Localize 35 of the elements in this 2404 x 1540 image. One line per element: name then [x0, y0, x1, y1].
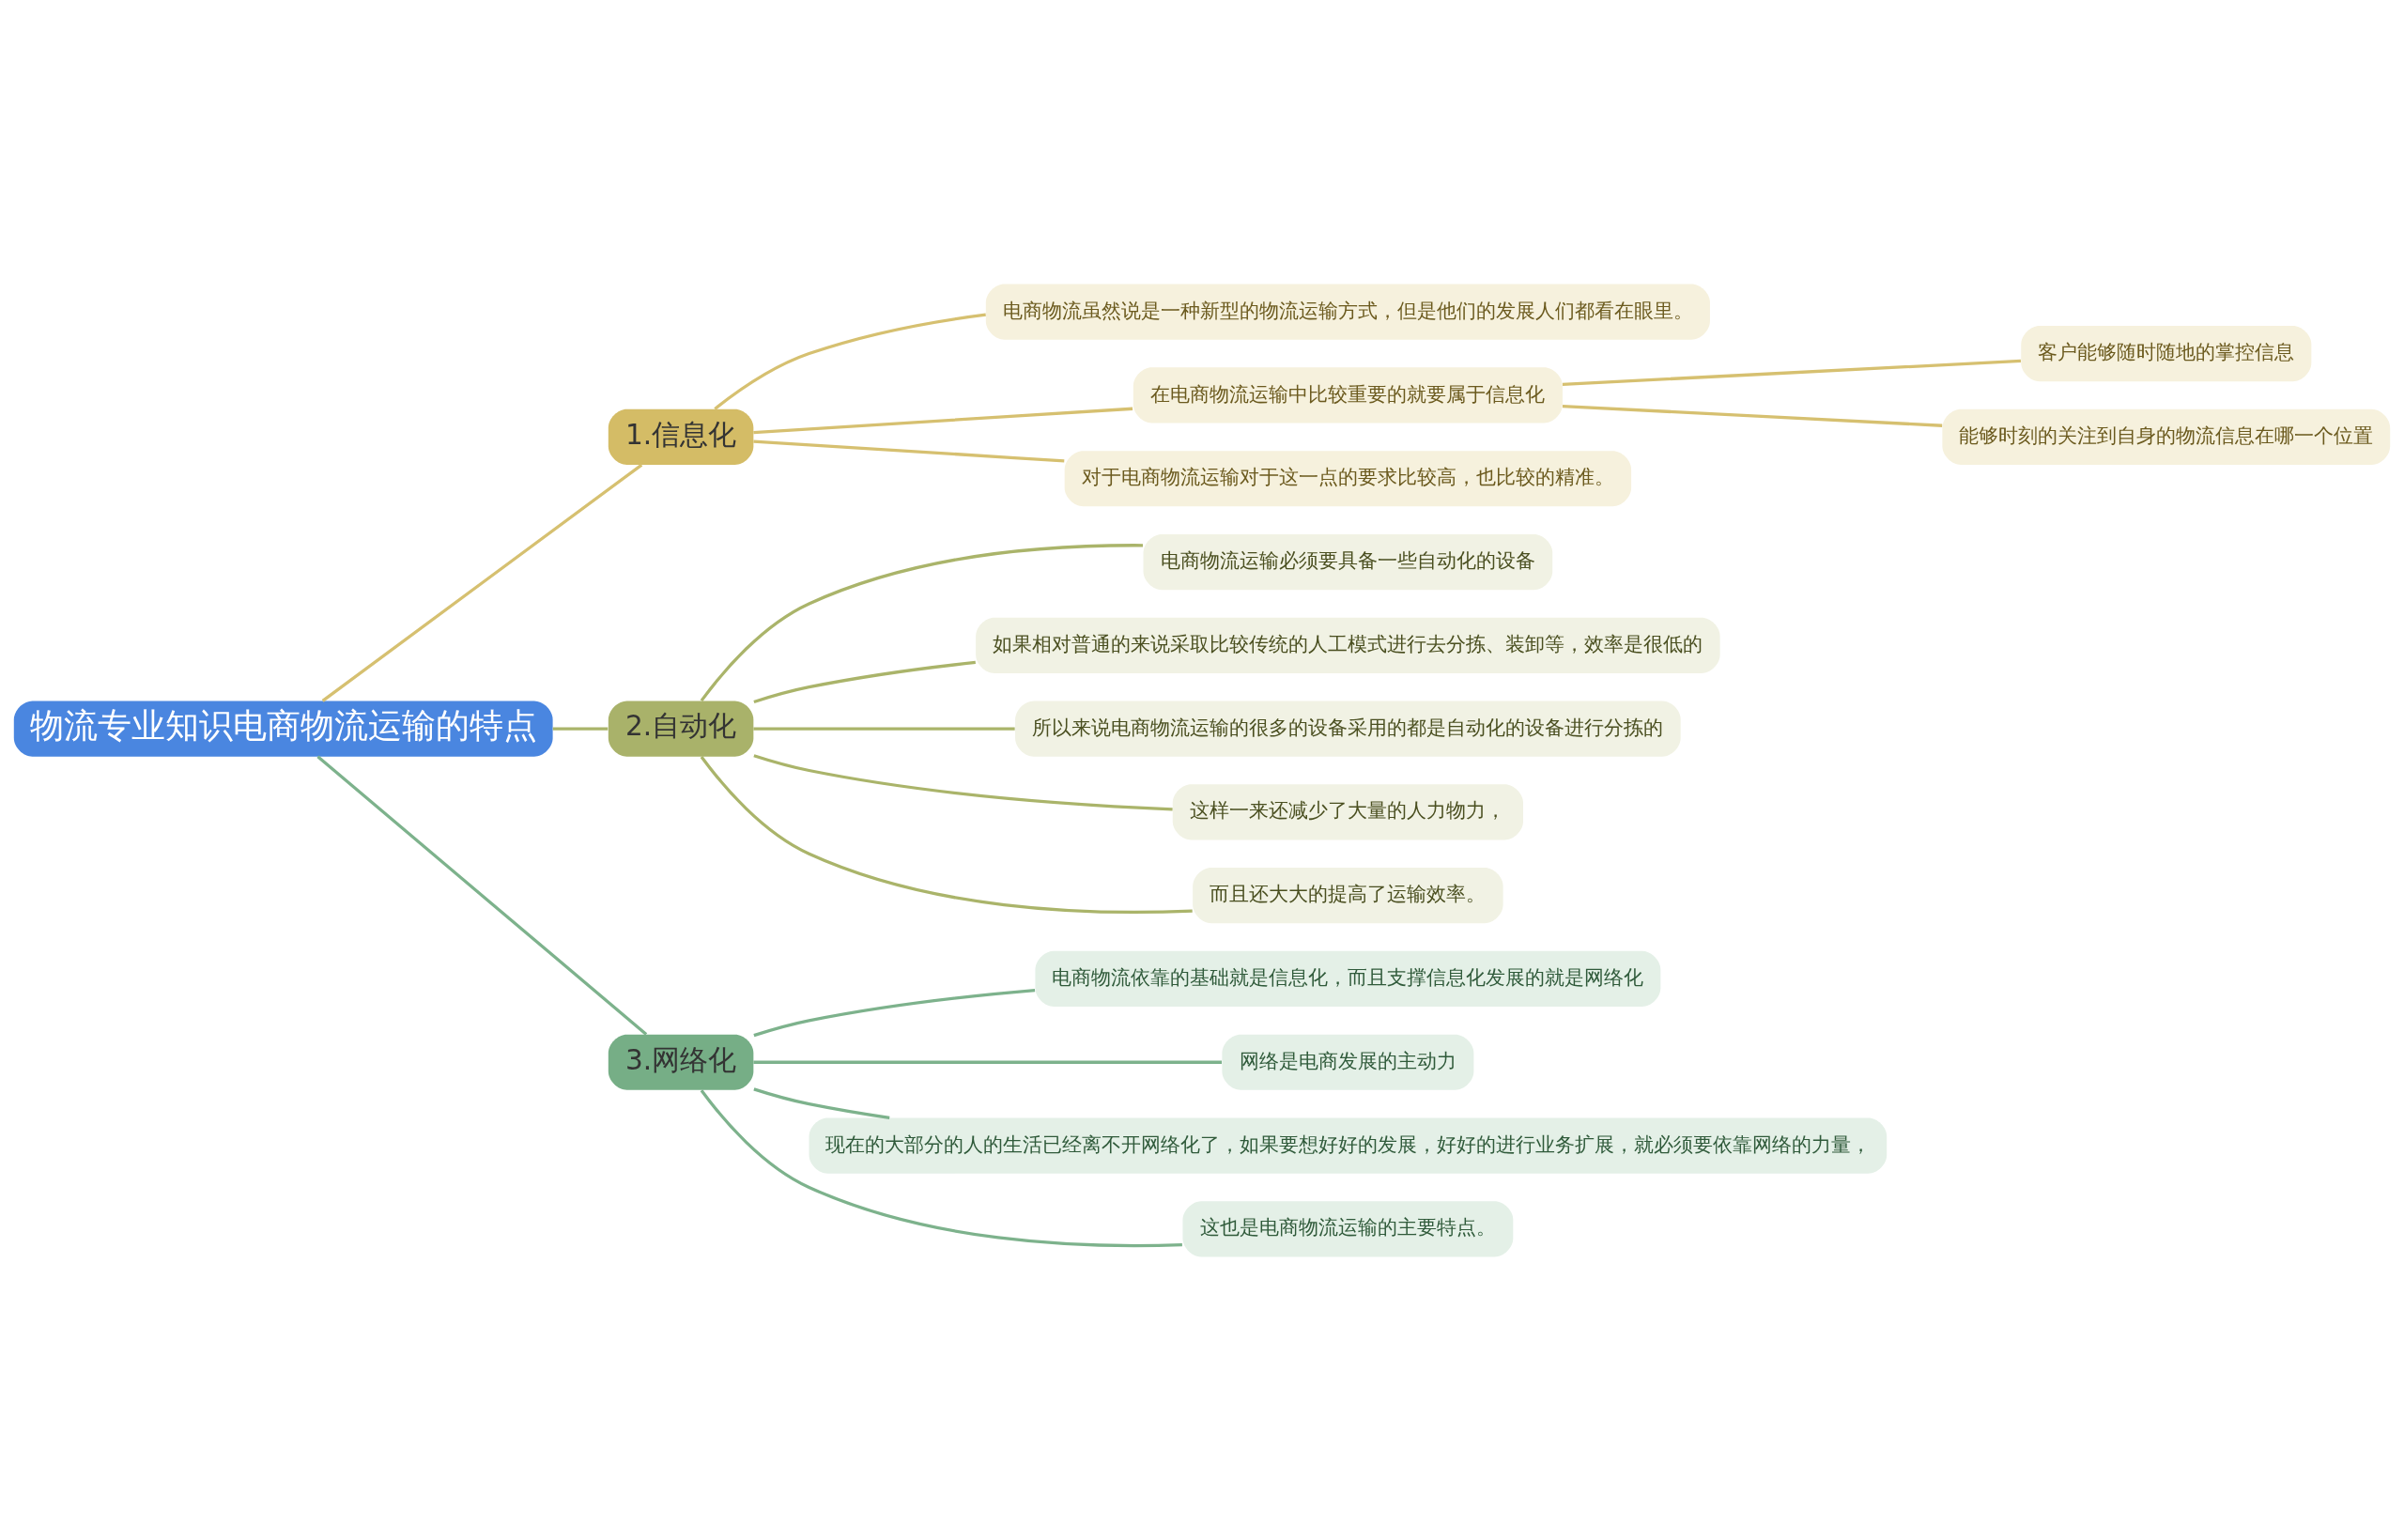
connector: [700, 543, 1144, 701]
connector: [753, 726, 1015, 731]
node-box: 现在的大部分的人的生活已经离不开网络化了，如果要想好好的发展，好好的进行业务扩展，就必须要依靠网络的力量，: [809, 1116, 1888, 1174]
node-box: 如果相对普通的来说采取比较传统的人工模式进行去分拣、装卸等，效率是很低的: [976, 617, 1720, 673]
node-box: 1.信息化: [608, 408, 754, 465]
node-box: 3.网络化: [608, 1034, 754, 1090]
connector: [316, 755, 648, 1036]
node-box: 物流专业知识电商物流运输的特点: [13, 701, 553, 757]
node-box: 网络是电商发展的主动力: [1222, 1034, 1474, 1090]
connector: [753, 407, 1133, 434]
node-box: 这也是电商物流运输的主要特点。: [1182, 1200, 1514, 1256]
connector: [552, 726, 609, 731]
node-box: 而且还大大的提高了运输效率。: [1193, 867, 1503, 923]
connector: [753, 753, 1173, 810]
node-box: 电商物流运输必须要具备一些自动化的设备: [1143, 533, 1553, 590]
node-box: 对于电商物流运输对于这一点的要求比较高，也比较的精准。: [1064, 450, 1632, 506]
connector: [700, 1088, 1182, 1247]
node-box: 在电商物流运输中比较重要的就要属于信息化: [1133, 366, 1563, 424]
connector: [753, 988, 1036, 1037]
connector: [1562, 359, 2022, 386]
node-box: 电商物流虽然说是一种新型的物流运输方式，但是他们的发展人们都看在眼里。: [985, 284, 1710, 340]
node-box: 客户能够随时随地的掌控信息: [2021, 325, 2312, 381]
node-box: 电商物流依靠的基础就是信息化，而且支撑信息化发展的就是网络化: [1035, 950, 1661, 1007]
node-box: 2.自动化: [608, 701, 754, 757]
connector: [753, 660, 976, 703]
connector: [321, 463, 643, 702]
node-box: 能够时刻的关注到自身的物流信息在哪一个位置: [1942, 408, 2391, 465]
connector: [714, 313, 986, 410]
node-box: 所以来说电商物流运输的很多的设备采用的都是自动化的设备进行分拣的: [1015, 701, 1681, 757]
connector: [700, 755, 1193, 914]
connector: [1562, 404, 1943, 427]
node-box: 这样一来还减少了大量的人力物力，: [1172, 783, 1523, 839]
connector: [753, 1086, 890, 1119]
connector: [753, 1060, 1222, 1064]
connector: [753, 439, 1065, 463]
